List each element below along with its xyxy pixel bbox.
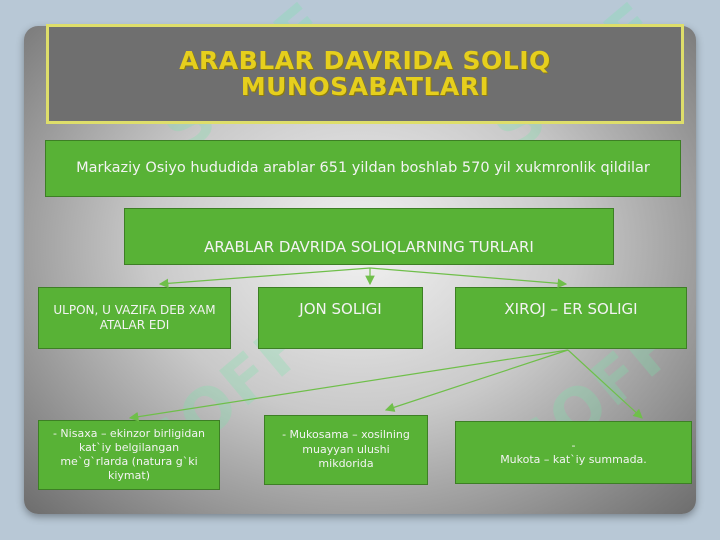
title-line-1: ARABLAR DAVRIDA SOLIQ [179, 46, 551, 75]
intro-box: Markaziy Osiyo hududida arablar 651 yild… [45, 140, 681, 197]
title-line-2: MUNOSABATLARI [240, 72, 490, 101]
xiroj-kind-mukosama-box: - Mukosama – xosilning muayyan ulushi mi… [264, 415, 428, 485]
xiroj-kind-nisaxa-box: - Nisaxa – ekinzor birligidan kat`iy bel… [38, 420, 220, 490]
mukota-text: Mukota – kat`iy summada. [500, 452, 647, 466]
tax-type-xiroj-box: XIROJ – ER SOLIGI [455, 287, 687, 349]
mukota-dash: - [571, 438, 576, 452]
tax-type-jon-box: JON SOLIGI [258, 287, 423, 349]
tax-types-heading-box: ARABLAR DAVRIDA SOLIQLARNING TURLARI [124, 208, 614, 265]
title-box: ARABLAR DAVRIDA SOLIQ MUNOSABATLARI [46, 24, 684, 124]
tax-type-ulpon-box: ULPON, U VAZIFA DEB XAM ATALAR EDI [38, 287, 231, 349]
xiroj-kind-mukota-box: - Mukota – kat`iy summada. [455, 421, 692, 484]
